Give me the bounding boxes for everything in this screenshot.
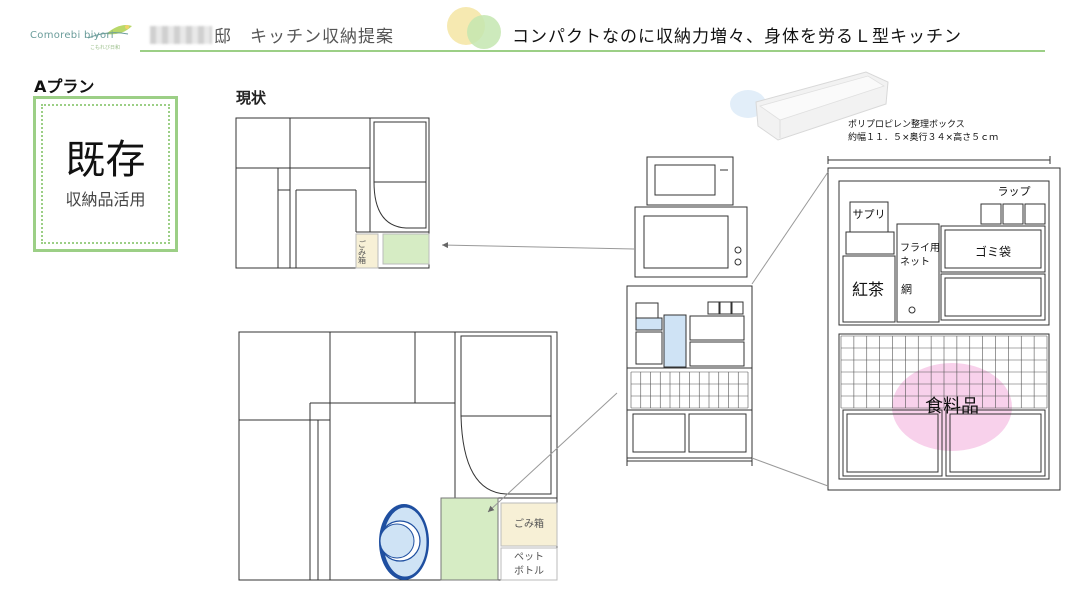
proposed-toilet-bowl (460, 415, 552, 495)
product-name: ポリプロピレン整理ボックス (848, 120, 965, 130)
current-label: 現状 (236, 89, 267, 107)
supplement-label: サプリ (853, 208, 886, 221)
wrap-box-2 (1002, 203, 1024, 225)
cabinet-lower-shelf (838, 333, 1050, 480)
cabinet-detail (827, 156, 1061, 491)
logo-name: Comorebi biyori (30, 30, 114, 41)
microwave (634, 206, 748, 278)
frying-net-label-2: ネット (900, 256, 930, 268)
food-highlight (892, 363, 1012, 451)
cabinet-upper-shelf (838, 180, 1050, 326)
person-icon (379, 504, 429, 580)
proposed-floor-plan (238, 331, 558, 581)
zoom-line-bottom (751, 457, 829, 487)
wrap-box-1 (980, 203, 1002, 225)
tea-label: 紅茶 (852, 280, 884, 299)
current-trash-label: ごみ箱 (358, 239, 367, 265)
pet-bottle-label-2: ボトル (514, 565, 544, 577)
logo-subtitle: こもれび日和 (90, 45, 121, 51)
frying-net-label-1: フライ用 (900, 242, 940, 254)
lower-right-box (940, 273, 1046, 321)
current-plan-outline (235, 117, 430, 269)
cabinet-labels: ラップ サプリ 紅茶 フライ用 ネット 網 ゴミ袋 食料品 (852, 185, 1031, 417)
header-right-title: コンパクトなのに収納力増々、身体を労るＬ型キッチン (512, 27, 962, 47)
net-label: 網 (901, 282, 912, 296)
wrap-label: ラップ (998, 185, 1031, 198)
proposed-toilet-tank (460, 335, 552, 417)
tea-box (842, 255, 896, 323)
current-green-cabinet (382, 233, 430, 265)
current-toilet-tank (373, 121, 427, 183)
arrow-to-current (441, 242, 635, 250)
food-label: 食料品 (925, 396, 979, 417)
rack-grid (630, 371, 749, 409)
connector-lines (441, 171, 829, 513)
redacted-name (150, 26, 212, 44)
zoom-line-top (751, 171, 829, 285)
header-left-title: 邸 キッチン収納提案 (214, 27, 394, 47)
arrow-to-proposed (487, 392, 618, 513)
appliance-rack (626, 156, 753, 466)
floor-plan-labels: ごみ箱 ごみ箱 ペット ボトル (358, 239, 545, 577)
lower-bin-left (842, 409, 943, 477)
plan-box: 既存 収納品活用 (33, 96, 178, 252)
proposed-trash-bin (500, 502, 558, 547)
plan-box-inner: 既存 収納品活用 (41, 104, 170, 244)
proposed-green-cabinet (440, 497, 499, 581)
logo: Comorebi biyori こもれび日和 (28, 20, 138, 51)
plan-sub-text: 収納品活用 (65, 190, 146, 209)
storage-box-image (730, 71, 889, 141)
garbage-bag-box (940, 225, 1046, 273)
supplement-base (845, 231, 895, 255)
pet-bottle-label-1: ペット (514, 552, 544, 563)
proposed-pet-bottle-bin (500, 547, 558, 581)
current-floor-plan (235, 117, 430, 269)
toaster-oven (646, 156, 734, 206)
current-toilet-bowl (373, 181, 427, 229)
wrap-box-3 (1024, 203, 1046, 225)
frying-net-box (896, 223, 940, 323)
plan-main-text: 既存 (65, 137, 146, 183)
lower-bin-right (945, 409, 1046, 477)
trash-label: ごみ箱 (514, 517, 544, 530)
header-circles-icon (447, 7, 501, 49)
garbage-bag-label: ゴミ袋 (975, 244, 1011, 259)
cabinet-grid (840, 335, 1048, 409)
header-divider (140, 50, 1045, 52)
logo-leaf-icon (87, 25, 132, 39)
plan-label: Aプラン (34, 77, 95, 96)
current-trash-bin (355, 233, 379, 269)
product-size: 約幅１１．５×奥行３４×高さ５ｃｍ (848, 133, 999, 143)
proposed-plan-outline (238, 331, 558, 581)
